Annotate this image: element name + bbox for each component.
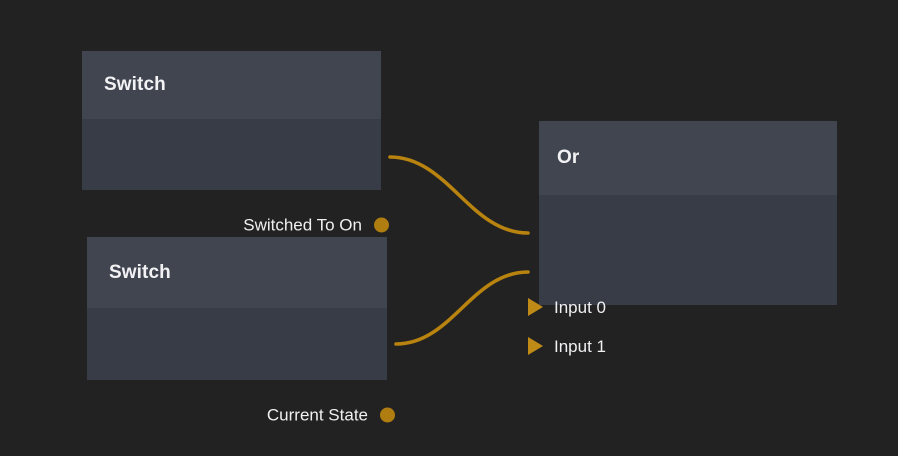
connection-wire-0[interactable] <box>388 155 530 235</box>
input-port-label: Input 0 <box>554 297 606 317</box>
output-port-label: Current State <box>266 405 368 425</box>
output-port-label: Switched To On <box>243 215 362 235</box>
node-header[interactable]: Or <box>539 121 837 195</box>
input-port-input-1[interactable]: Input 1 <box>528 337 606 355</box>
output-pin-dot-icon[interactable] <box>380 407 395 423</box>
node-title: Switch <box>109 261 171 283</box>
input-pin-arrow-icon[interactable] <box>528 337 543 355</box>
node-switch-1[interactable]: Switch Switched To On <box>82 51 389 234</box>
node-body: Switched To On <box>82 119 389 234</box>
node-body: Current State <box>87 308 395 424</box>
input-port-input-0[interactable]: Input 0 <box>528 298 606 316</box>
output-port-current-state[interactable]: Current State <box>267 407 395 424</box>
input-pin-arrow-icon[interactable] <box>528 298 543 316</box>
output-port-switched-to-on[interactable]: Switched To On <box>243 217 389 234</box>
node-title: Or <box>557 147 580 168</box>
node-switch-2[interactable]: Switch Current State <box>87 237 395 424</box>
connection-wire-1[interactable] <box>394 270 530 346</box>
node-or[interactable]: Or Input 0 Input 1 <box>528 121 837 355</box>
node-header[interactable]: Switch <box>82 51 381 119</box>
node-title: Switch <box>104 74 166 95</box>
output-pin-dot-icon[interactable] <box>374 217 389 233</box>
node-header[interactable]: Switch <box>87 237 387 308</box>
node-body: Input 0 Input 1 <box>528 195 837 355</box>
input-port-label: Input 1 <box>554 336 606 356</box>
